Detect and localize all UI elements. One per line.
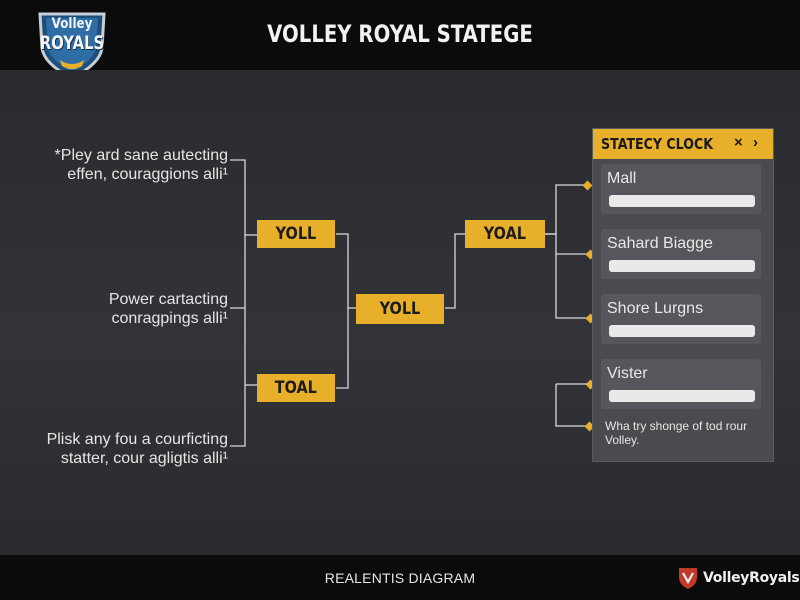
panel-item[interactable]: Sahard Biagge bbox=[601, 229, 761, 279]
note-line: conragpings alli¹ bbox=[111, 310, 228, 327]
strategy-note-3: Plisk any fou a courficting statter, cou… bbox=[10, 430, 228, 468]
panel-item-label: Mall bbox=[607, 170, 637, 187]
panel-item-label: Vister bbox=[607, 365, 648, 382]
close-icon[interactable]: × bbox=[734, 134, 743, 151]
node-label: YOLL bbox=[275, 224, 317, 244]
note-line: Power cartacting bbox=[108, 291, 228, 308]
panel-item-field[interactable] bbox=[609, 390, 755, 402]
connector-marker bbox=[584, 421, 595, 432]
note-line: statter, cour agligtis alli¹ bbox=[60, 450, 228, 467]
panel-item[interactable]: Vister bbox=[601, 359, 761, 409]
panel-title: STATECY CLOCK bbox=[601, 135, 713, 153]
logo-text-main: ROYALS bbox=[39, 32, 105, 54]
footer-caption: REALENTIS DIAGRAM bbox=[324, 570, 476, 586]
brand-name: VolleyRoyals bbox=[703, 570, 800, 586]
strategy-note-1: *Pley ard sane autecting effen, couraggi… bbox=[20, 146, 228, 184]
panel-item[interactable]: Shore Lurgns bbox=[601, 294, 761, 344]
bracket-node-round2[interactable]: YOLL bbox=[356, 294, 444, 324]
node-label: YOAL bbox=[483, 224, 527, 244]
brand-shield-icon bbox=[679, 568, 697, 589]
panel-item-field[interactable] bbox=[609, 195, 755, 207]
panel-item-label: Shore Lurgns bbox=[607, 300, 704, 317]
page-title: VOLLEY ROYAL STATEGE bbox=[267, 20, 533, 48]
node-label: TOAL bbox=[274, 378, 318, 398]
panel-header: STATECY CLOCK × › bbox=[593, 129, 773, 159]
footer-bar: REALENTIS DIAGRAM VolleyRoyals bbox=[0, 555, 800, 600]
panel-footer-text: Wha try shonge of tod rour Volley. bbox=[605, 419, 748, 447]
note-line: effen, couraggions alli¹ bbox=[67, 166, 228, 183]
note-line: *Pley ard sane autecting bbox=[54, 147, 228, 164]
panel-item-field[interactable] bbox=[609, 325, 755, 337]
strategy-clock-panel: STATECY CLOCK × › Mall Sahard Biagge Sho… bbox=[592, 128, 774, 462]
chevron-right-icon[interactable]: › bbox=[753, 134, 758, 151]
panel-item-label: Sahard Biagge bbox=[607, 235, 713, 252]
footer-brand: VolleyRoyals bbox=[677, 566, 800, 590]
strategy-note-2: Power cartacting conragpings alli¹ bbox=[20, 290, 228, 328]
panel-item[interactable]: Mall bbox=[601, 164, 761, 214]
bracket-node-round1-top[interactable]: YOLL bbox=[257, 220, 335, 248]
logo-text-top: Volley bbox=[51, 16, 93, 32]
bracket-node-round3[interactable]: YOAL bbox=[465, 220, 545, 248]
note-line: Plisk any fou a courficting bbox=[46, 431, 228, 448]
panel-item-field[interactable] bbox=[609, 260, 755, 272]
connector-marker bbox=[582, 180, 593, 191]
bracket-node-round1-bottom[interactable]: TOAL bbox=[257, 374, 335, 402]
node-label: YOLL bbox=[379, 299, 421, 319]
